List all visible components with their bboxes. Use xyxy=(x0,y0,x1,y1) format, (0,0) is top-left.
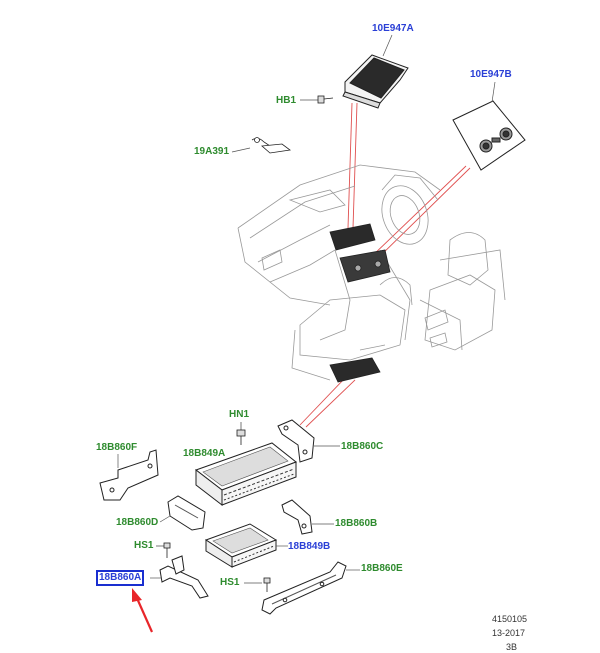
bracket-18B860E[interactable] xyxy=(261,561,360,615)
label-10E947B[interactable]: 10E947B xyxy=(470,69,512,80)
label-18B860E[interactable]: 18B860E xyxy=(361,563,403,574)
label-18B860D[interactable]: 18B860D xyxy=(116,517,159,528)
label-18B860A-highlighted[interactable]: 18B860A xyxy=(96,570,145,586)
bracket-18B860C[interactable] xyxy=(277,419,340,463)
label-18B860F[interactable]: 18B860F xyxy=(96,442,138,453)
label-HN1[interactable]: HN1 xyxy=(229,409,250,420)
vehicle-interior-outline xyxy=(237,164,506,381)
label-18B849B[interactable]: 18B849B xyxy=(288,541,331,552)
bracket-18B860B[interactable] xyxy=(281,499,334,535)
label-10E947A[interactable]: 10E947A xyxy=(372,23,414,34)
label-19A391[interactable]: 19A391 xyxy=(194,146,230,157)
bracket-18B860D[interactable] xyxy=(159,495,206,531)
screw-HS1-bottom[interactable] xyxy=(244,577,271,592)
pointer-arrow xyxy=(132,588,154,633)
diagram-date: 13-2017 xyxy=(492,628,526,638)
amplifier-module-18B849A[interactable] xyxy=(194,442,298,507)
screw-HS1-top[interactable] xyxy=(156,542,171,558)
label-HS1-bottom[interactable]: HS1 xyxy=(220,577,240,588)
bracket-18B860F[interactable] xyxy=(99,449,159,501)
label-HS1-top[interactable]: HS1 xyxy=(134,540,154,551)
label-18B860C[interactable]: 18B860C xyxy=(341,441,384,452)
control-panel-10E947B[interactable] xyxy=(452,100,526,171)
amplifier-module-18B849B[interactable] xyxy=(204,523,288,568)
bolt-HB1[interactable] xyxy=(300,95,334,104)
label-HB1[interactable]: HB1 xyxy=(276,95,297,106)
display-unit-10E947A[interactable] xyxy=(342,54,409,109)
connector-19A391[interactable] xyxy=(231,137,292,154)
location-leader-lines xyxy=(299,102,471,428)
bracket-18B860A[interactable] xyxy=(150,555,209,599)
dash-display-locations xyxy=(329,223,391,383)
diagram-ref-number: 4150105 xyxy=(492,614,528,624)
label-18B860B[interactable]: 18B860B xyxy=(335,518,378,529)
diagram-sheet: 3B xyxy=(506,642,518,652)
nut-HN1[interactable] xyxy=(236,422,246,445)
label-18B849A[interactable]: 18B849A xyxy=(183,448,226,459)
